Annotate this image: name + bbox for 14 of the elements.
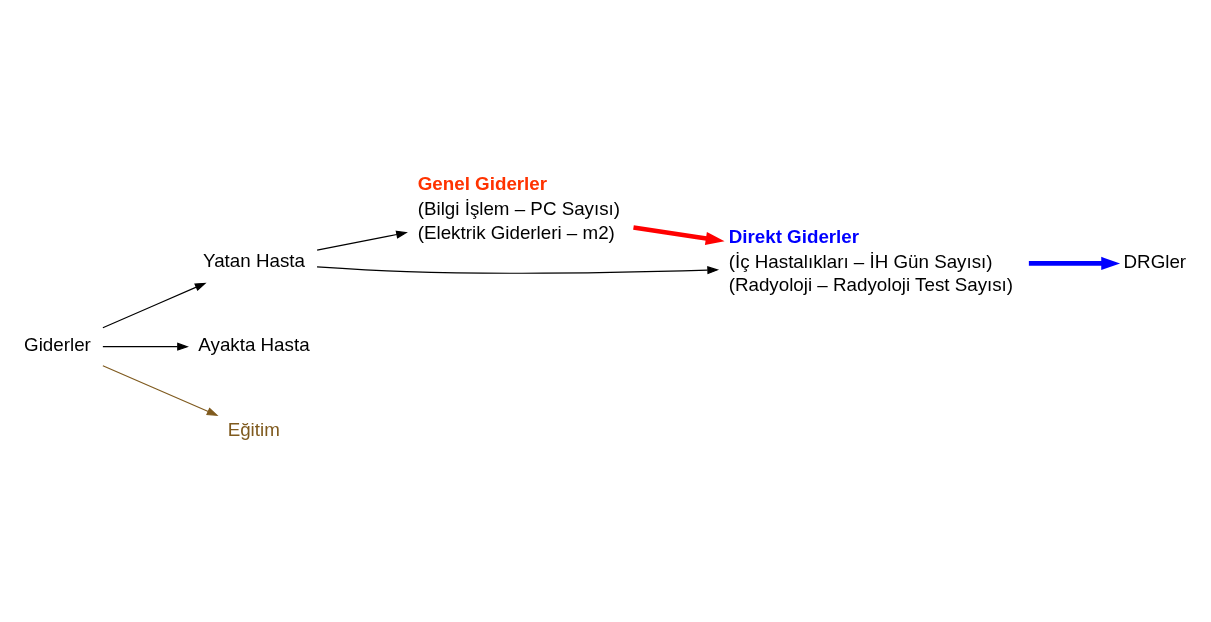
node-text: Giderler	[24, 333, 91, 355]
arrow	[102, 342, 189, 351]
arrow	[1028, 256, 1121, 270]
node-text: Direkt Giderler (İç Hastalıkları – İH Gün Sayısı) (Radyoloji – Radyoloji Test Sayısı)	[728, 225, 1014, 295]
node-text: Genel Giderler (Bilgi İşlem – PC Sayısı) (Elektrik Giderleri – m2)	[417, 172, 621, 243]
arrow	[316, 230, 408, 251]
arrow	[102, 282, 207, 328]
arrow	[316, 265, 720, 274]
node-text: DRGler	[1123, 250, 1187, 272]
arrow	[633, 224, 725, 245]
arrow	[102, 364, 219, 416]
node-text: Yatan Hasta	[203, 249, 305, 271]
node-text: Eğitim	[227, 418, 280, 440]
node-text: Ayakta Hasta	[198, 333, 310, 355]
